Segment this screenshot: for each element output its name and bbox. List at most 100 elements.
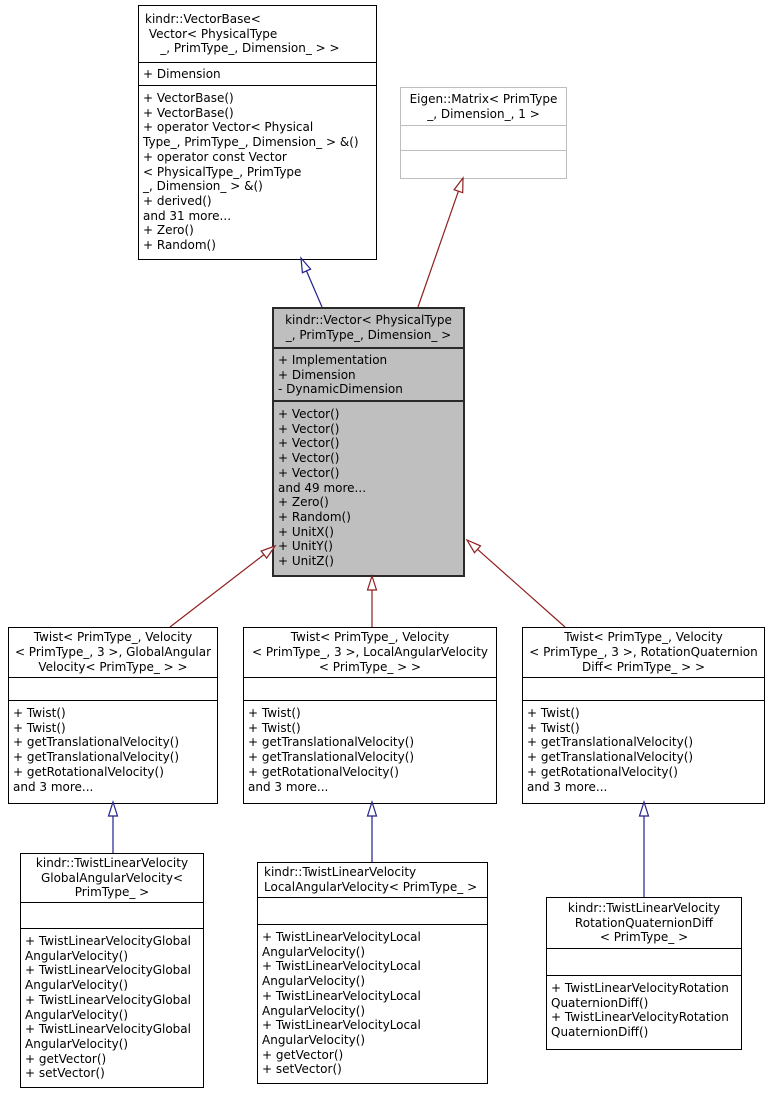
diagram-text-line: + derived() bbox=[143, 193, 212, 208]
diagram-text-line: + getRotationalVelocity() bbox=[527, 764, 678, 779]
diagram-text-line: _, PrimType_, Dimension_ > bbox=[285, 328, 452, 342]
diagram-text-line: + Vector() bbox=[278, 407, 340, 421]
class-attributes bbox=[401, 126, 566, 151]
template-arrow-twistlocal-to-vector bbox=[366, 574, 378, 627]
diagram-text-line: + VectorBase() bbox=[143, 91, 234, 105]
diagram-text-line: + TwistLinearVelocityGlobal bbox=[25, 934, 191, 948]
diagram-text-line: < PrimType_, 3 >, RotationQuaternion bbox=[529, 645, 758, 660]
diagram-text-line: + getVector() bbox=[25, 1051, 107, 1066]
inheritance-arrow-tlvlocal-to-twistlocal bbox=[366, 800, 378, 862]
diagram-text-line: + getTranslationalVelocity() bbox=[527, 735, 694, 750]
diagram-text-line: + operator Vector< Physical bbox=[143, 120, 314, 135]
diagram-text-line: Eigen::Matrix< PrimType bbox=[409, 91, 558, 106]
diagram-text-line: AngularVelocity() bbox=[25, 1007, 129, 1022]
diagram-text-line: + setVector() bbox=[25, 1066, 105, 1081]
class-methods bbox=[401, 151, 566, 178]
diagram-text-line: - DynamicDimension bbox=[278, 382, 403, 397]
diagram-text-line: + getTranslationalVelocity() bbox=[248, 735, 415, 750]
diagram-text-line: + UnitX() bbox=[278, 524, 334, 539]
class-node-vectorbase[interactable]: kindr::VectorBase< Vector< PhysicalType … bbox=[138, 5, 377, 260]
diagram-text-line: + Zero() bbox=[143, 223, 194, 238]
diagram-text-line: AngularVelocity() bbox=[262, 974, 366, 989]
diagram-text-line: < PrimType_, 3 >, GlobalAngular bbox=[14, 645, 212, 660]
diagram-text-line: + Random() bbox=[278, 509, 351, 524]
class-node-eigen-matrix: Eigen::Matrix< PrimType_, Dimension_, 1 … bbox=[400, 87, 567, 179]
class-title: Eigen::Matrix< PrimType_, Dimension_, 1 … bbox=[401, 88, 566, 126]
diagram-text-line: < PrimType_ > > bbox=[318, 659, 422, 674]
diagram-text-line: Type_, PrimType_, Dimension_ > &() bbox=[143, 135, 359, 150]
diagram-text-line: + Vector() bbox=[278, 451, 340, 466]
diagram-text-line: kindr::Vector< PhysicalType bbox=[285, 313, 452, 328]
diagram-text-line: + Implementation bbox=[278, 353, 388, 367]
diagram-text-line: and 49 more... bbox=[278, 480, 367, 495]
diagram-text-line: QuaternionDiff() bbox=[551, 995, 649, 1010]
diagram-text-line: + getTranslationalVelocity() bbox=[527, 750, 694, 765]
diagram-text-line: < PhysicalType_, PrimType bbox=[143, 164, 302, 179]
diagram-text-line: + getVector() bbox=[262, 1047, 344, 1062]
class-node-kindr-vector-current: kindr::Vector< PhysicalType_, PrimType_,… bbox=[272, 307, 465, 577]
diagram-text-line: kindr::VectorBase< bbox=[145, 11, 261, 26]
class-attributes bbox=[244, 678, 496, 701]
diagram-text-line: + Vector() bbox=[278, 465, 340, 480]
class-attributes bbox=[258, 898, 487, 925]
diagram-text-line: AngularVelocity() bbox=[25, 978, 129, 993]
class-title: Twist< PrimType_, Velocity< PrimType_, 3… bbox=[244, 628, 496, 678]
class-node-twist-rotationquaterniondiff[interactable]: Twist< PrimType_, Velocity< PrimType_, 3… bbox=[522, 627, 765, 804]
class-methods: + Twist()+ Twist()+ getTranslationalVelo… bbox=[523, 701, 764, 803]
class-title: kindr::VectorBase< Vector< PhysicalType … bbox=[139, 6, 376, 63]
diagram-text-line: + Random() bbox=[143, 238, 216, 253]
diagram-text-line: + getRotationalVelocity() bbox=[248, 764, 399, 779]
diagram-text-line: PrimType_ > bbox=[74, 885, 150, 900]
class-attributes bbox=[9, 678, 217, 701]
diagram-text-line: _, Dimension_ > &() bbox=[143, 179, 263, 194]
class-methods: + Twist()+ Twist()+ getTranslationalVelo… bbox=[9, 701, 217, 803]
template-arrow-twistglobal-to-vector bbox=[169, 544, 277, 628]
inheritance-arrow-tlvrotquat-to-twistrotquat bbox=[638, 800, 650, 897]
diagram-text-line: + TwistLinearVelocityLocal bbox=[262, 959, 421, 974]
diagram-text-line: + Twist() bbox=[248, 720, 301, 735]
class-node-twist-globalangularvelocity[interactable]: Twist< PrimType_, Velocity< PrimType_, 3… bbox=[8, 627, 218, 804]
diagram-text-line: + TwistLinearVelocityGlobal bbox=[25, 1022, 191, 1037]
class-methods: + Twist()+ Twist()+ getTranslationalVelo… bbox=[244, 701, 496, 803]
diagram-text-line: + Dimension bbox=[278, 367, 356, 382]
diagram-text-line: + Vector() bbox=[278, 436, 340, 451]
diagram-text-line: LocalAngularVelocity< PrimType_ > bbox=[264, 880, 478, 894]
class-attributes bbox=[547, 949, 741, 976]
diagram-text-line: Vector< PhysicalType bbox=[145, 26, 278, 41]
diagram-text-line: + getTranslationalVelocity() bbox=[13, 735, 180, 750]
diagram-text-line: and 3 more... bbox=[527, 779, 608, 794]
template-arrow-twistrotquat-to-vector bbox=[465, 538, 566, 628]
class-node-twist-localangularvelocity[interactable]: Twist< PrimType_, Velocity< PrimType_, 3… bbox=[243, 627, 497, 804]
diagram-text-line: AngularVelocity() bbox=[25, 1036, 129, 1051]
diagram-text-line: Twist< PrimType_, Velocity bbox=[564, 630, 723, 645]
diagram-text-line: + Twist() bbox=[13, 720, 66, 735]
diagram-text-line: Twist< PrimType_, Velocity bbox=[290, 630, 450, 645]
diagram-text-line: + getTranslationalVelocity() bbox=[13, 750, 180, 765]
template-arrow-vector-to-eigen bbox=[417, 176, 464, 308]
diagram-text-line: + TwistLinearVelocityRotation bbox=[551, 981, 729, 995]
diagram-text-line: Twist< PrimType_, Velocity bbox=[33, 630, 193, 645]
diagram-text-line: + TwistLinearVelocityLocal bbox=[262, 930, 421, 944]
class-methods: + Vector()+ Vector()+ Vector()+ Vector()… bbox=[274, 402, 463, 575]
diagram-text-line: + Dimension bbox=[143, 67, 221, 81]
diagram-text-line: + VectorBase() bbox=[143, 105, 234, 120]
diagram-text-line: and 31 more... bbox=[143, 208, 232, 223]
diagram-text-line: AngularVelocity() bbox=[262, 1032, 366, 1047]
diagram-text-line: _, Dimension_, 1 > bbox=[427, 106, 540, 121]
class-title: Twist< PrimType_, Velocity< PrimType_, 3… bbox=[9, 628, 217, 678]
diagram-text-line: kindr::TwistLinearVelocity bbox=[35, 855, 189, 870]
diagram-text-line: kindr::TwistLinearVelocity bbox=[567, 900, 721, 915]
diagram-text-line: < PrimType_, 3 >, LocalAngularVelocity bbox=[251, 645, 488, 660]
class-attributes bbox=[21, 903, 203, 929]
diagram-text-line: AngularVelocity() bbox=[25, 948, 129, 963]
diagram-text-line: + operator const Vector bbox=[143, 149, 287, 164]
diagram-text-line: + getRotationalVelocity() bbox=[13, 764, 164, 779]
diagram-text-line: + getTranslationalVelocity() bbox=[248, 750, 415, 765]
inheritance-arrow-tlvglobal-to-twistglobal bbox=[107, 800, 119, 853]
